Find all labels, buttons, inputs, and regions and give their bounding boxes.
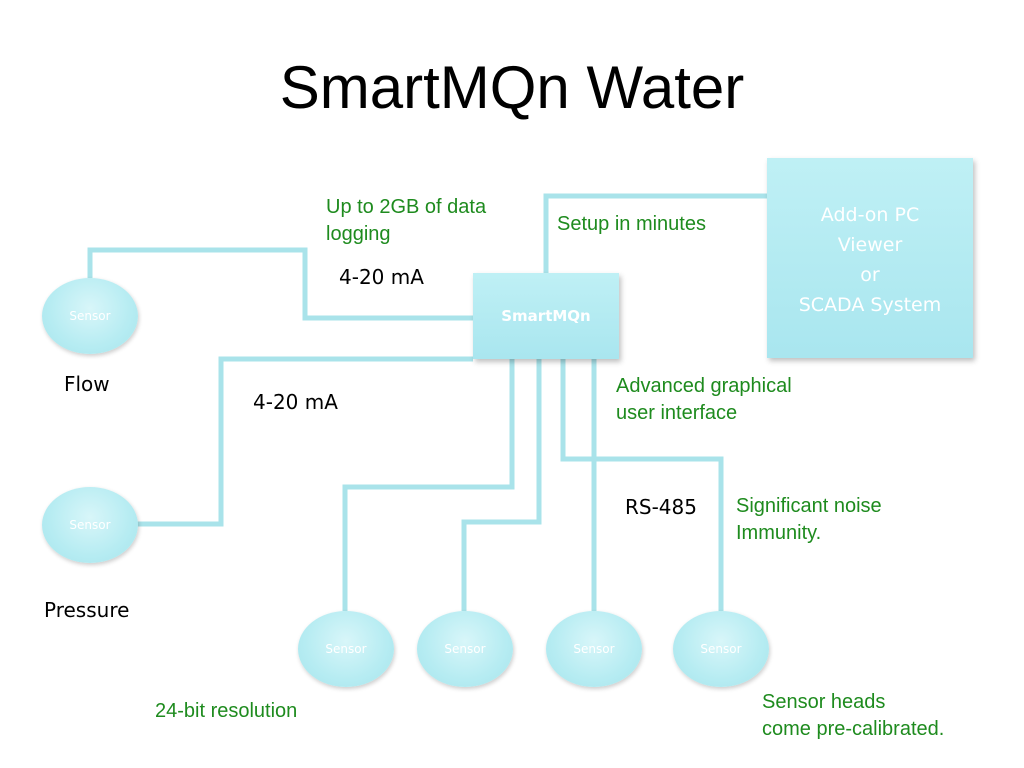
sensor-pressure: Sensor — [42, 487, 138, 563]
feature-logging: Up to 2GB of data logging — [326, 194, 486, 248]
pc-line-3: or — [860, 264, 880, 286]
wire-hub-to-pc — [543, 193, 767, 273]
pc-viewer-box: Add-on PC Viewer or SCADA System — [767, 158, 973, 358]
feature-calibration: Sensor heads come pre-calibrated. — [762, 689, 944, 743]
feature-setup: Setup in minutes — [557, 211, 706, 238]
feature-gui-line-2: user interface — [616, 402, 738, 424]
sensor-label: Sensor — [444, 642, 486, 656]
feature-gui: Advanced graphical user interface — [616, 373, 792, 427]
feature-setup-line-1: Setup in minutes — [557, 213, 706, 235]
sensor-bottom-2: Sensor — [417, 611, 513, 687]
sensor-label: Sensor — [325, 642, 367, 656]
feature-calibration-line-1: Sensor heads — [762, 691, 886, 713]
pc-line-4: SCADA System — [798, 294, 942, 316]
feature-noise-line-1: Significant noise — [736, 495, 882, 517]
wire-sensor-4 — [461, 359, 542, 611]
flow-signal-label: 4-20 mA — [339, 265, 424, 289]
sensor-label: Sensor — [69, 309, 111, 323]
smartmqn-hub: SmartMQn — [473, 273, 619, 359]
sensor-label: Sensor — [69, 518, 111, 532]
hub-label: SmartMQn — [501, 307, 591, 325]
sensor-label: Sensor — [573, 642, 615, 656]
feature-gui-line-1: Advanced graphical — [616, 375, 792, 397]
feature-logging-line-1: Up to 2GB of data — [326, 196, 487, 218]
feature-resolution-line-1: 24-bit resolution — [155, 700, 298, 722]
sensor-flow: Sensor — [42, 278, 138, 354]
wire-sensor-6 — [560, 359, 724, 611]
flow-caption: Flow — [64, 372, 110, 396]
pressure-caption: Pressure — [44, 598, 130, 622]
wire-sensor-3 — [342, 359, 515, 611]
wire-pressure-sensor — [137, 356, 473, 527]
sensor-bottom-3: Sensor — [546, 611, 642, 687]
feature-noise: Significant noise Immunity. — [736, 493, 882, 547]
feature-logging-line-2: logging — [326, 223, 391, 245]
pc-line-2: Viewer — [837, 234, 903, 256]
slide-title: SmartMQn Water — [279, 54, 745, 121]
bus-label: RS-485 — [625, 495, 697, 519]
wire-flow-sensor — [87, 247, 473, 321]
sensor-label: Sensor — [700, 642, 742, 656]
feature-calibration-line-2: come pre-calibrated. — [762, 718, 945, 740]
pc-line-1: Add-on PC — [820, 204, 920, 226]
feature-resolution: 24-bit resolution — [155, 698, 297, 725]
feature-noise-line-2: Immunity. — [736, 522, 822, 544]
sensor-bottom-1: Sensor — [298, 611, 394, 687]
sensor-bottom-4: Sensor — [673, 611, 769, 687]
pressure-signal-label: 4-20 mA — [253, 390, 338, 414]
